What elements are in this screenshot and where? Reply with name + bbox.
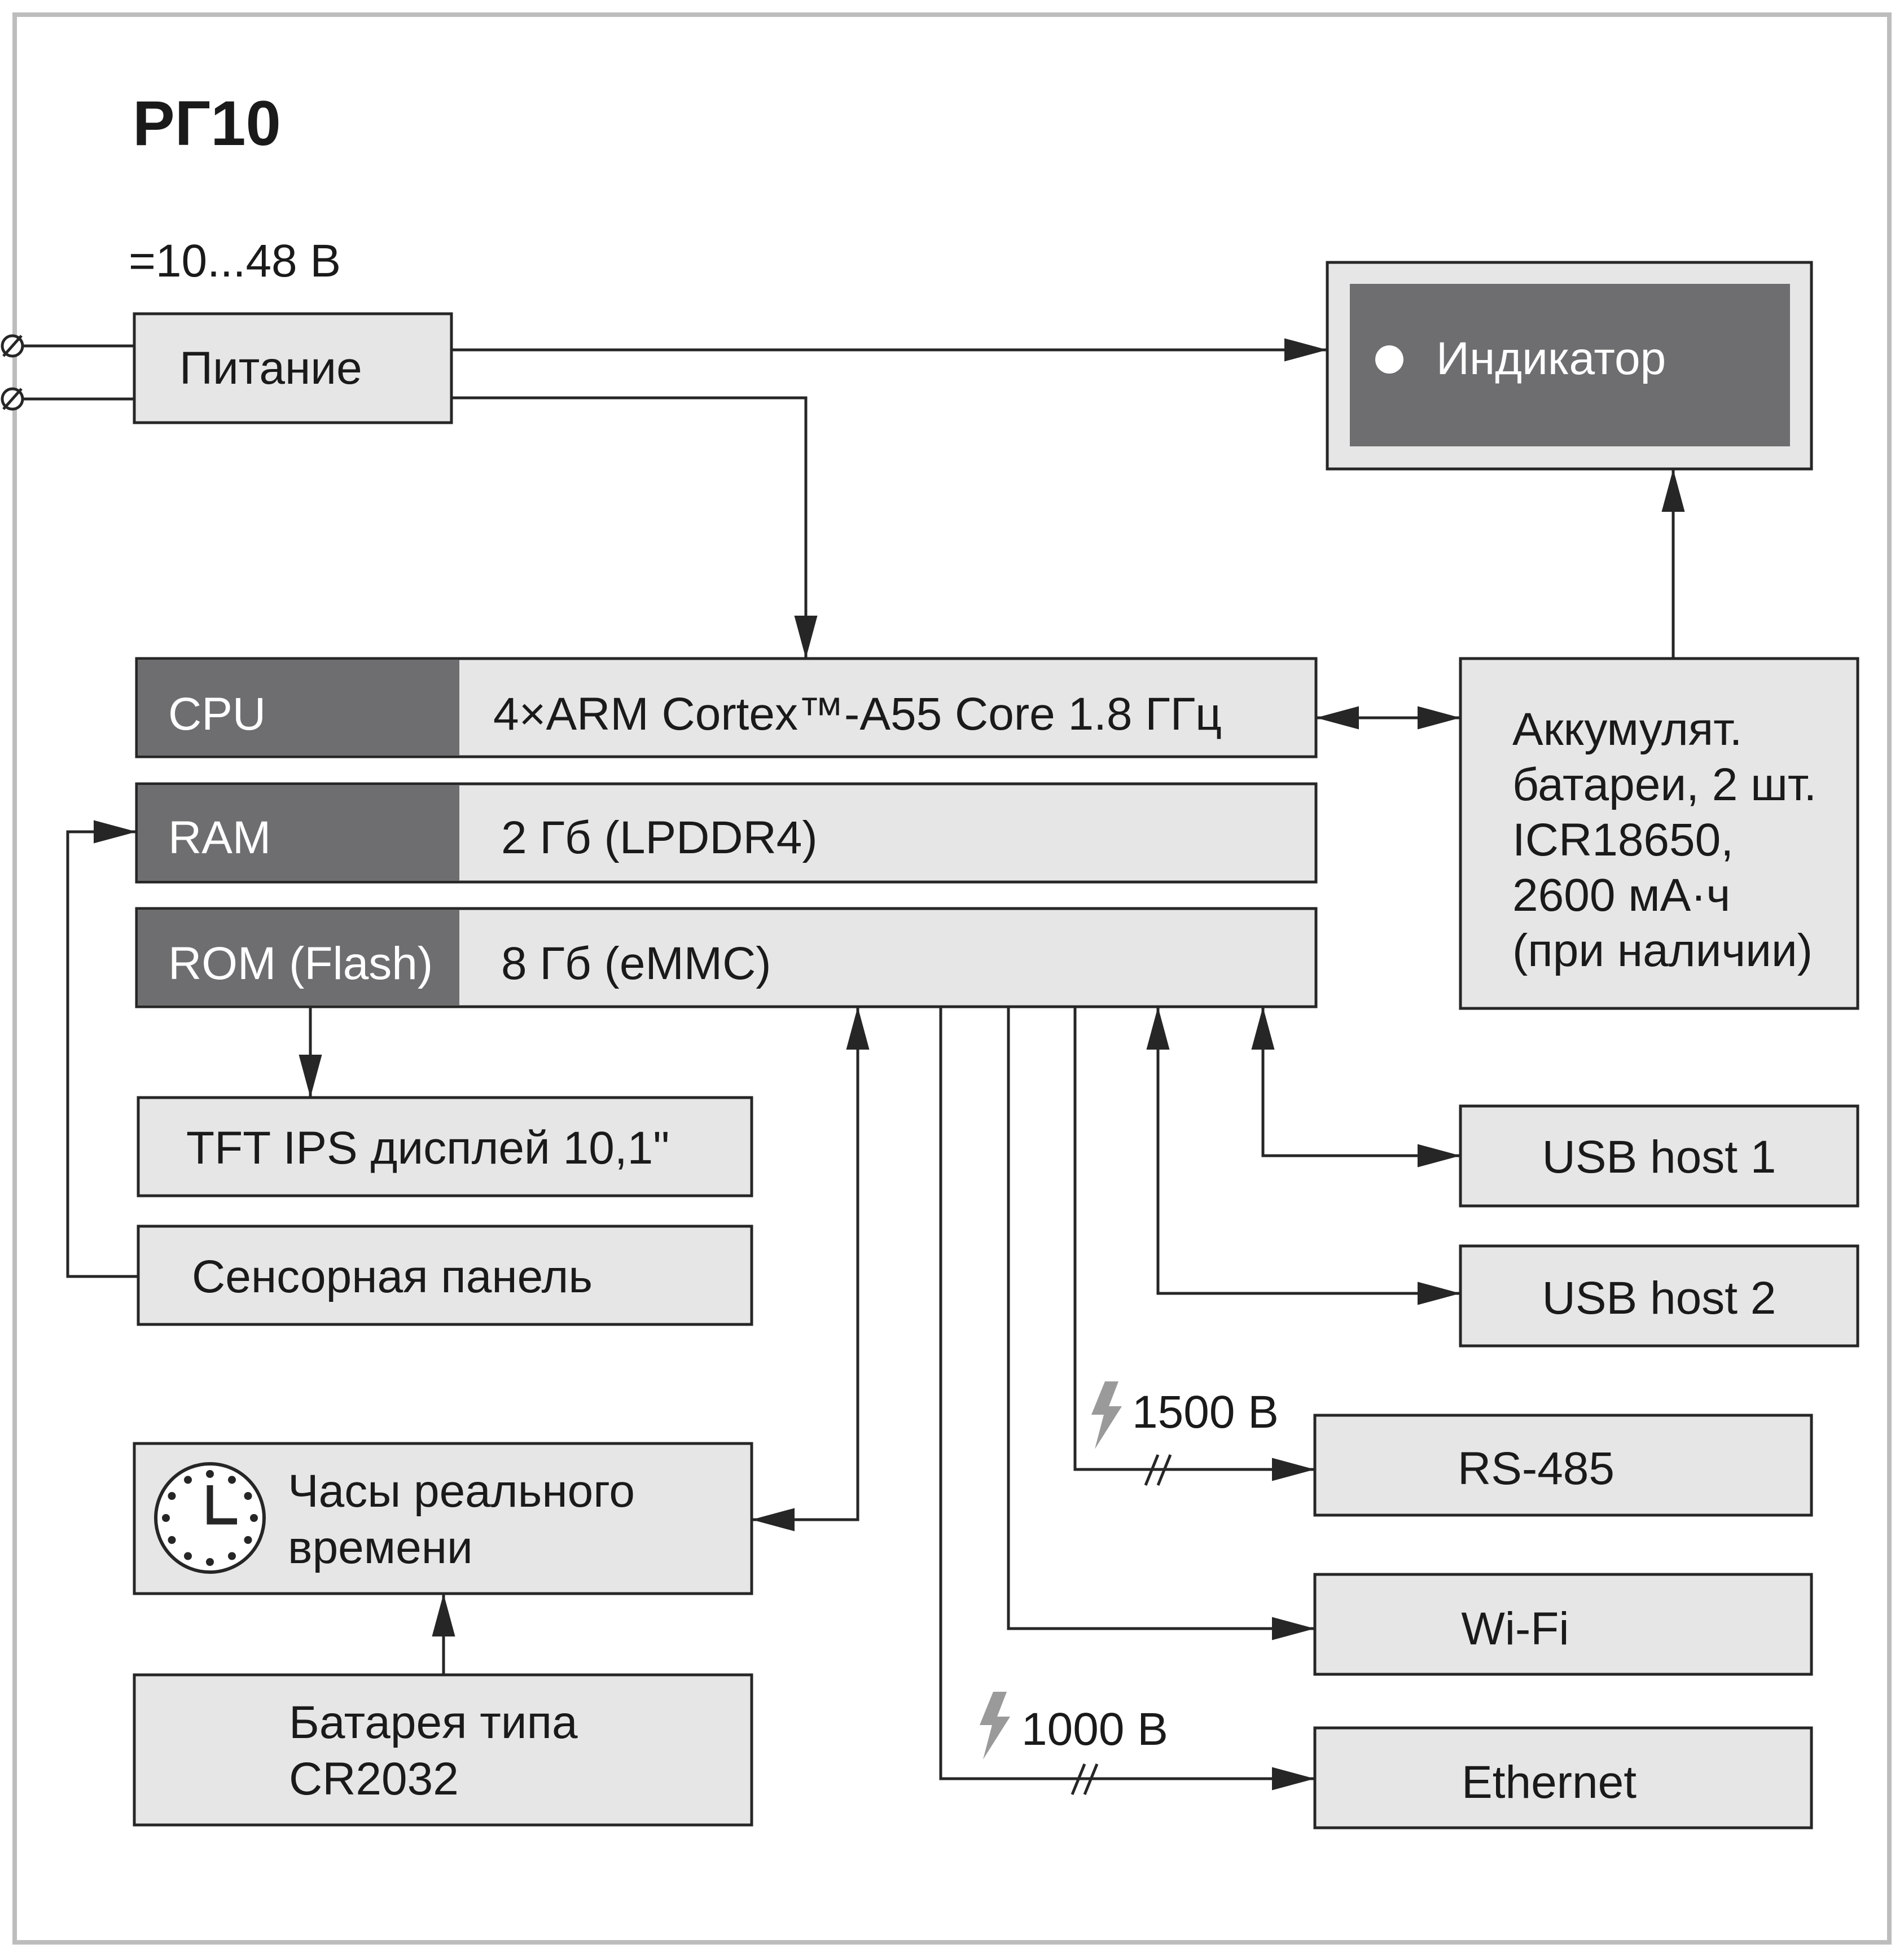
cpu-block: CPU 4×ARM Cortex™-A55 Core 1.8 ГГц (135, 657, 1318, 758)
rom-to-ethernet-arrow (939, 1007, 1315, 1791)
ethernet-isolation-voltage: 1000 В (1021, 1704, 1168, 1755)
rs485-isolation-voltage: 1500 В (1132, 1386, 1279, 1438)
rom-to-wifi-arrow (1007, 1007, 1315, 1640)
terminal-1-icon (1, 334, 24, 358)
cpu-label: CPU (168, 688, 266, 740)
ethernet-label: Ethernet (1462, 1757, 1637, 1808)
rs485-box (1313, 1414, 1813, 1517)
battery-box (1459, 657, 1859, 1010)
rom-usb2-arrow (1146, 1007, 1460, 1305)
ram-block: RAM 2 Гб (LPDDR4) (135, 782, 1318, 884)
usb1-label: USB host 1 (1542, 1131, 1776, 1183)
power-box (133, 312, 453, 424)
ethernet-isolation-slash-icon (1071, 1763, 1099, 1795)
ethernet-lightning-bolt-icon (980, 1692, 1010, 1759)
display-box (137, 1096, 753, 1197)
indicator-dot-icon (1375, 345, 1403, 374)
rom-label: ROM (Flash) (168, 938, 433, 989)
rtc-battery-box (133, 1673, 753, 1827)
ram-label: RAM (168, 812, 271, 863)
ethernet-box (1313, 1726, 1813, 1829)
touch-label: Сенсорная панель (192, 1251, 593, 1302)
indicator-screen (1350, 284, 1790, 446)
rs485-label: RS-485 (1458, 1443, 1615, 1494)
diagram-title: РГ10 (133, 88, 281, 159)
usb2-label: USB host 2 (1542, 1273, 1776, 1324)
power-to-cpu-arrow (451, 396, 818, 659)
indicator-label: Индикатор (1436, 333, 1666, 384)
touch-box (137, 1225, 753, 1326)
display-label: TFT IPS дисплей 10,1" (186, 1122, 669, 1174)
wifi-box (1313, 1573, 1813, 1676)
rom-to-rs485-arrow (1073, 1007, 1315, 1481)
usb2-box (1459, 1244, 1859, 1348)
power-voltage-label: =10...48 В (129, 235, 341, 287)
terminal-2-icon (1, 387, 24, 411)
battery-text: Аккумулят. батареи, 2 шт. ICR18650, 2600… (1512, 704, 1830, 976)
rs485-isolation-slash-icon (1144, 1454, 1172, 1486)
rtc-text: Часы реального времени (288, 1465, 648, 1573)
rtc-battery-text: Батарея типа CR2032 (289, 1697, 590, 1805)
rom-block: ROM (Flash) 8 Гб (eMMC) (135, 907, 1318, 1008)
touch-to-ram-arrow (66, 820, 138, 1278)
rom-value: 8 Гб (eMMC) (501, 938, 771, 989)
ram-value: 2 Гб (LPDDR4) (501, 812, 818, 863)
rom-rtc-arrow (752, 1007, 870, 1532)
clock-icon (154, 1462, 266, 1574)
rs485-lightning-bolt-icon (1091, 1381, 1122, 1449)
power-label: Питание (179, 343, 362, 394)
wifi-label: Wi-Fi (1461, 1603, 1569, 1655)
cpu-value: 4×ARM Cortex™-A55 Core 1.8 ГГц (493, 688, 1222, 740)
